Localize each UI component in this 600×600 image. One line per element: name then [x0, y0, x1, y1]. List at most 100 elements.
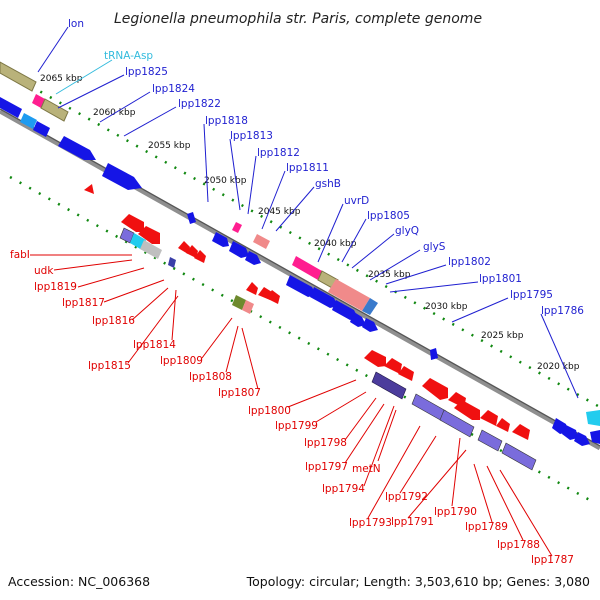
- tick-label: 2025 kbp: [481, 331, 524, 341]
- gene-block: [40, 98, 69, 122]
- cds-arrow: [20, 113, 37, 129]
- gene-block: [371, 371, 407, 400]
- gene-label: lpp1813: [230, 130, 273, 142]
- tick-label: 2045 kbp: [258, 207, 301, 217]
- cds-arrow: [512, 424, 530, 440]
- gene-label: lpp1789: [465, 521, 508, 533]
- gene-block: [253, 234, 270, 249]
- cds-arrow: [58, 136, 96, 160]
- cds-arrow: [102, 163, 142, 190]
- gene-label: fabI: [10, 249, 30, 261]
- outer-tick-guide: [1, 68, 599, 408]
- gene-block: [292, 256, 322, 280]
- genome-backbone: [0, 108, 600, 451]
- cds-arrow: [121, 214, 144, 232]
- cds-arrow: [178, 241, 190, 254]
- gene-block: [477, 429, 503, 452]
- gene-label: lpp1797: [305, 461, 348, 473]
- gene-block: [362, 298, 378, 315]
- gene-label: metN: [352, 463, 381, 475]
- gene-label: lpp1816: [92, 315, 135, 327]
- gene-label: lpp1805: [367, 210, 410, 222]
- cds-arrow: [212, 232, 229, 247]
- reverse-gene-labels: fabI udk lpp1819 lpp1817 lpp1816 lpp1814…: [10, 249, 574, 566]
- cds-arrow: [332, 300, 358, 320]
- tick-label: 2035 kbp: [368, 270, 411, 280]
- cds-arrow: [590, 430, 600, 444]
- gene-label: lpp1786: [541, 305, 584, 317]
- gene-label: lpp1822: [178, 98, 221, 110]
- forward-gene-labels: lon tRNA-Asp lpp1825 lpp1824 lpp1822 lpp…: [68, 18, 584, 317]
- topology-text: Topology: circular; Length: 3,503,610 bp…: [246, 574, 590, 589]
- cds-arrow: [187, 212, 196, 224]
- cds-arrow: [246, 282, 258, 295]
- cds-arrow: [245, 251, 261, 265]
- cds-arrow: [422, 378, 448, 400]
- gene-label: lpp1802: [448, 256, 491, 268]
- kbp-ticks: 2065 kbp 2060 kbp 2055 kbp 2050 kbp 2045…: [40, 74, 580, 372]
- cds-arrow: [286, 275, 316, 297]
- gene-label: lpp1824: [152, 83, 195, 95]
- gene-label: lpp1787: [531, 554, 574, 566]
- map-title: Legionella pneumophila str. Paris, compl…: [114, 11, 482, 27]
- outer-feature-track: [0, 61, 378, 315]
- cds-arrow: [574, 432, 590, 446]
- tick-label: 2050 kbp: [204, 176, 247, 186]
- gene-label: lpp1818: [205, 115, 248, 127]
- gene-label: gshB: [315, 178, 341, 190]
- cds-arrow: [480, 410, 498, 426]
- gene-block: [501, 442, 537, 471]
- cds-arrow: [430, 348, 438, 360]
- cds-arrow: [586, 410, 600, 426]
- gene-block: [232, 295, 246, 310]
- gene-block: [232, 222, 242, 233]
- gene-label: lpp1798: [304, 437, 347, 449]
- reverse-strand-cds: [84, 184, 530, 440]
- forward-leader-lines: [37, 26, 579, 399]
- tick-label: 2055 kbp: [148, 141, 191, 151]
- accession-text: Accession: NC_006368: [8, 574, 150, 589]
- gene-label: lpp1801: [479, 273, 522, 285]
- cds-arrow: [454, 400, 480, 420]
- gene-block: [242, 300, 254, 314]
- gene-label: lpp1791: [391, 516, 434, 528]
- gene-label: lpp1788: [497, 539, 540, 551]
- gene-label: uvrD: [344, 195, 369, 207]
- gene-label: glyQ: [395, 225, 419, 237]
- cds-arrow: [229, 241, 249, 258]
- gene-label: lpp1807: [218, 387, 261, 399]
- tick-label: 2020 kbp: [537, 362, 580, 372]
- inner-tick-guide: [9, 175, 596, 505]
- inner-feature-track: [119, 227, 537, 471]
- gene-label: lpp1792: [385, 491, 428, 503]
- gene-label: lon: [68, 18, 84, 30]
- forward-strand-cds: [0, 97, 600, 446]
- gene-block: [140, 240, 162, 259]
- tick-label: 2065 kbp: [40, 74, 83, 84]
- gene-label: lpp1800: [248, 405, 291, 417]
- gene-label: lpp1794: [322, 483, 365, 495]
- cds-arrow: [398, 366, 414, 381]
- cds-arrow: [364, 350, 386, 367]
- cds-arrow: [138, 226, 160, 244]
- gene-label: lpp1819: [34, 281, 77, 293]
- gene-label: lpp1817: [62, 297, 105, 309]
- gene-label: lpp1811: [286, 162, 329, 174]
- gene-block: [328, 279, 370, 311]
- cds-arrow: [362, 318, 378, 332]
- tick-label: 2040 kbp: [314, 239, 357, 249]
- reverse-leader-lines: [30, 254, 553, 557]
- cds-arrow: [350, 312, 366, 327]
- tick-label: 2030 kbp: [425, 302, 468, 312]
- gene-label: lpp1825: [125, 66, 168, 78]
- cds-arrow: [194, 250, 206, 263]
- gene-label: lpp1815: [88, 360, 131, 372]
- cds-arrow: [266, 290, 280, 304]
- cds-arrow: [496, 418, 510, 432]
- gene-label: lpp1809: [160, 355, 203, 367]
- cds-arrow: [84, 184, 94, 194]
- genome-backbone-edge: [0, 108, 600, 447]
- rna-label: tRNA-Asp: [104, 50, 153, 62]
